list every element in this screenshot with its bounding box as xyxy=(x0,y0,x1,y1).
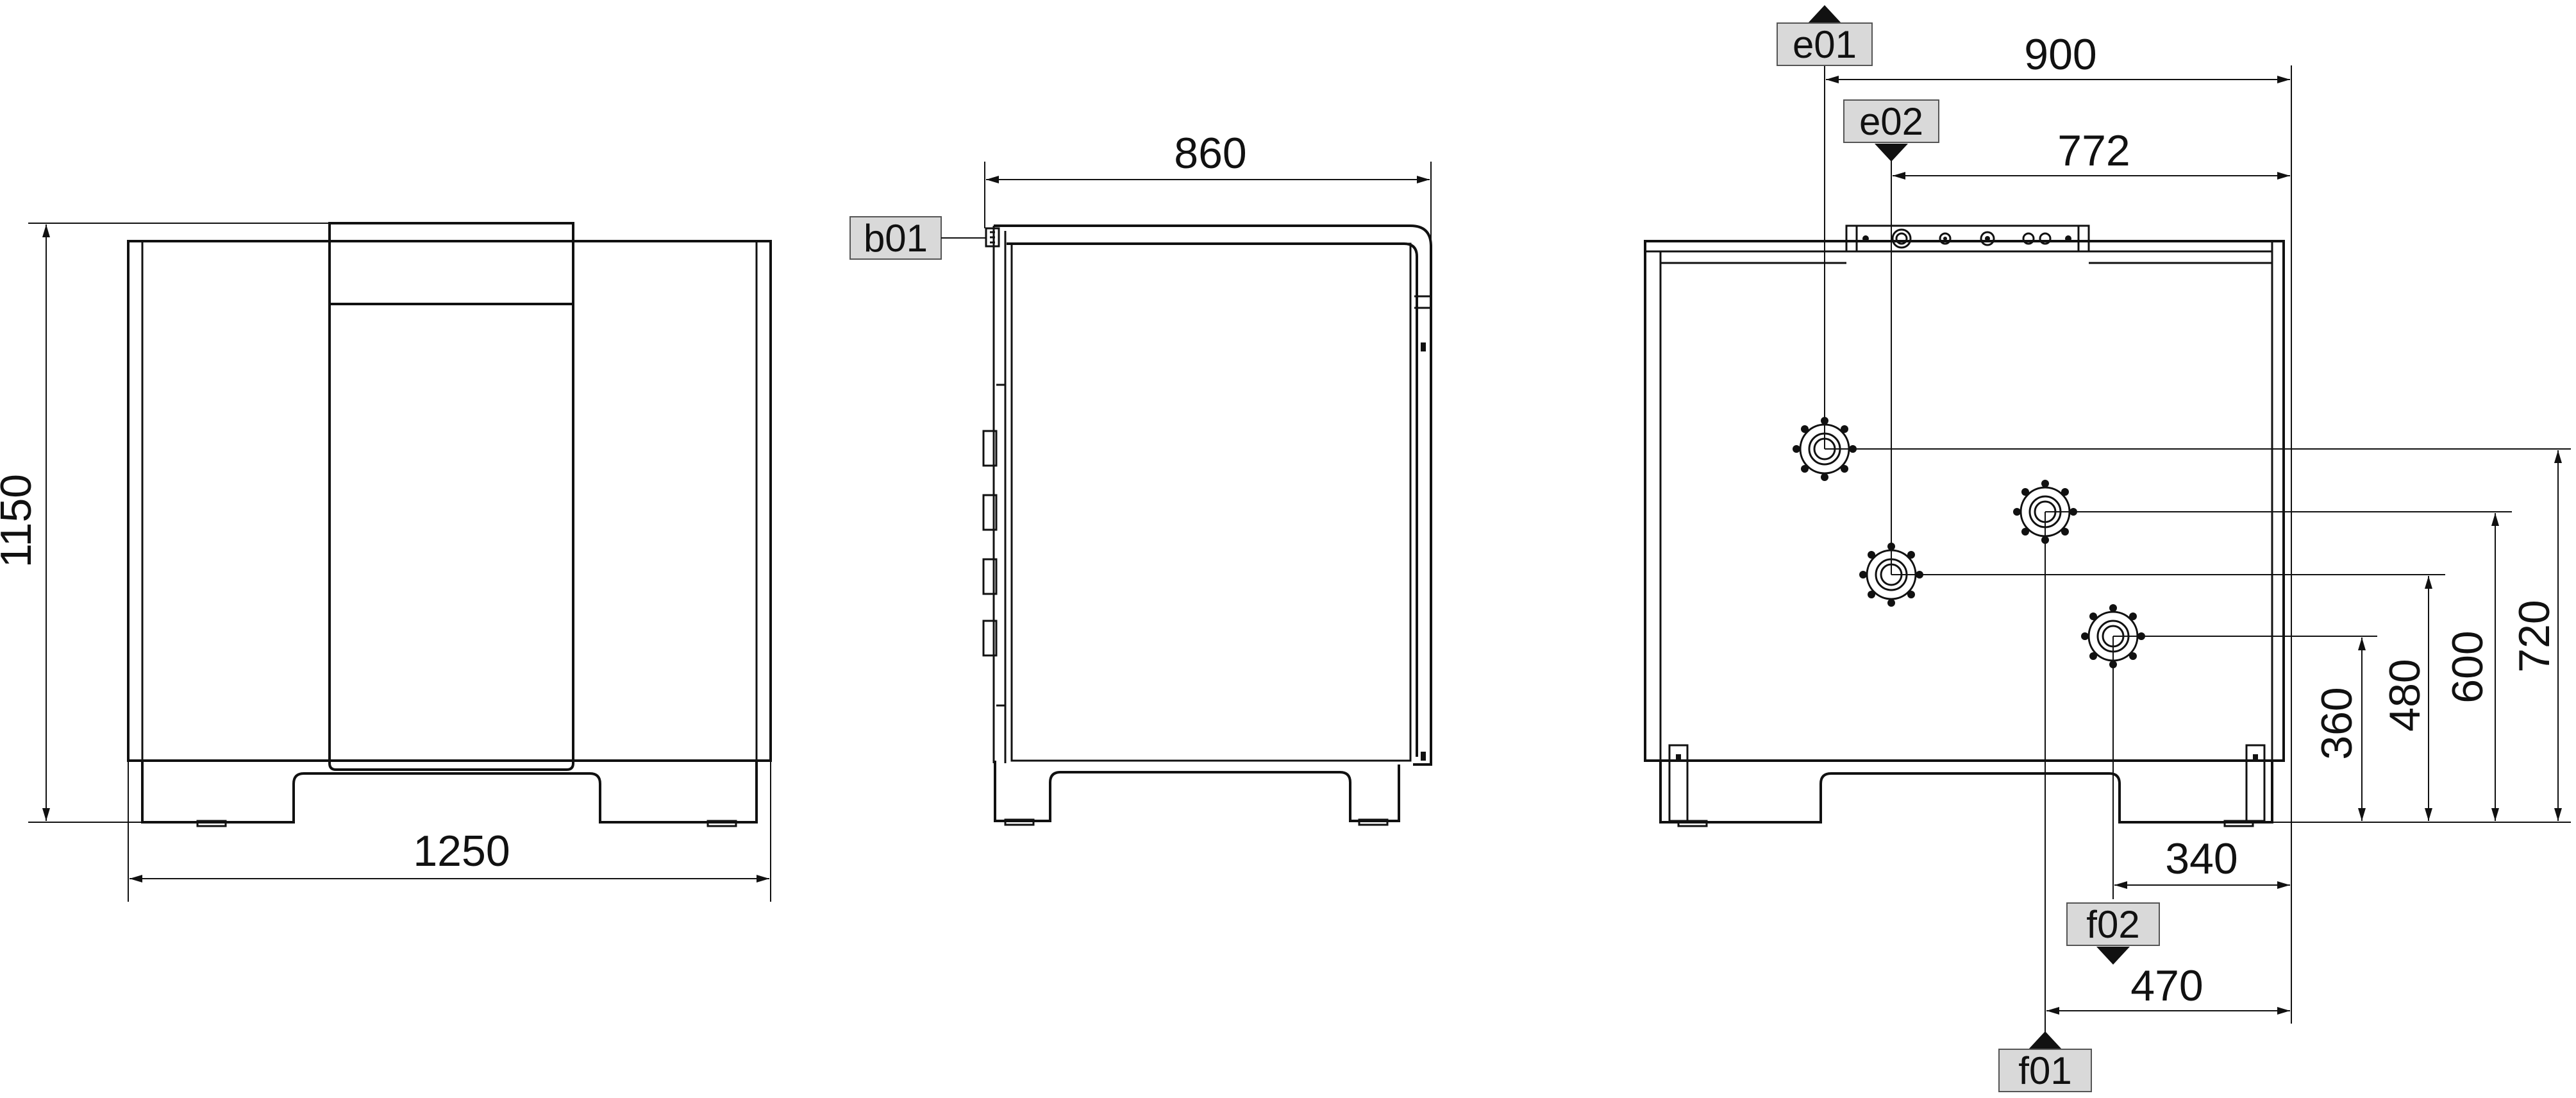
tag-f02: f02 xyxy=(2066,902,2160,965)
rear-h360-label: 360 xyxy=(2313,687,2361,759)
front-view: 1150 1250 xyxy=(0,222,772,902)
tag-e02: e02 xyxy=(1843,99,1939,162)
rear-h480-label: 480 xyxy=(2380,659,2429,731)
svg-text:f01: f01 xyxy=(2018,1049,2071,1092)
rear-f01-label: 470 xyxy=(2130,961,2203,1010)
front-height-label: 1150 xyxy=(0,474,40,568)
rear-h600-label: 600 xyxy=(2443,630,2492,703)
svg-text:e02: e02 xyxy=(1859,100,1923,143)
rear-e01-label: 900 xyxy=(2024,30,2096,79)
tag-b01: b01 xyxy=(849,216,986,260)
svg-text:b01: b01 xyxy=(864,217,928,260)
tag-e01: e01 xyxy=(1777,5,1873,66)
front-width-label: 1250 xyxy=(413,827,510,875)
svg-text:e01: e01 xyxy=(1793,23,1857,66)
rear-f02-label: 340 xyxy=(2165,834,2237,883)
svg-text:f02: f02 xyxy=(2086,903,2139,946)
rear-h720-label: 720 xyxy=(2510,600,2559,672)
side-view: 860 b01 xyxy=(849,129,1432,826)
side-depth-label: 860 xyxy=(1174,129,1246,178)
tag-f01: f01 xyxy=(1998,1031,2092,1092)
rear-e02-label: 772 xyxy=(2057,126,2130,175)
rear-view: 900 772 720 600 480 360 340 470 e01 e02 … xyxy=(1644,5,2571,1092)
